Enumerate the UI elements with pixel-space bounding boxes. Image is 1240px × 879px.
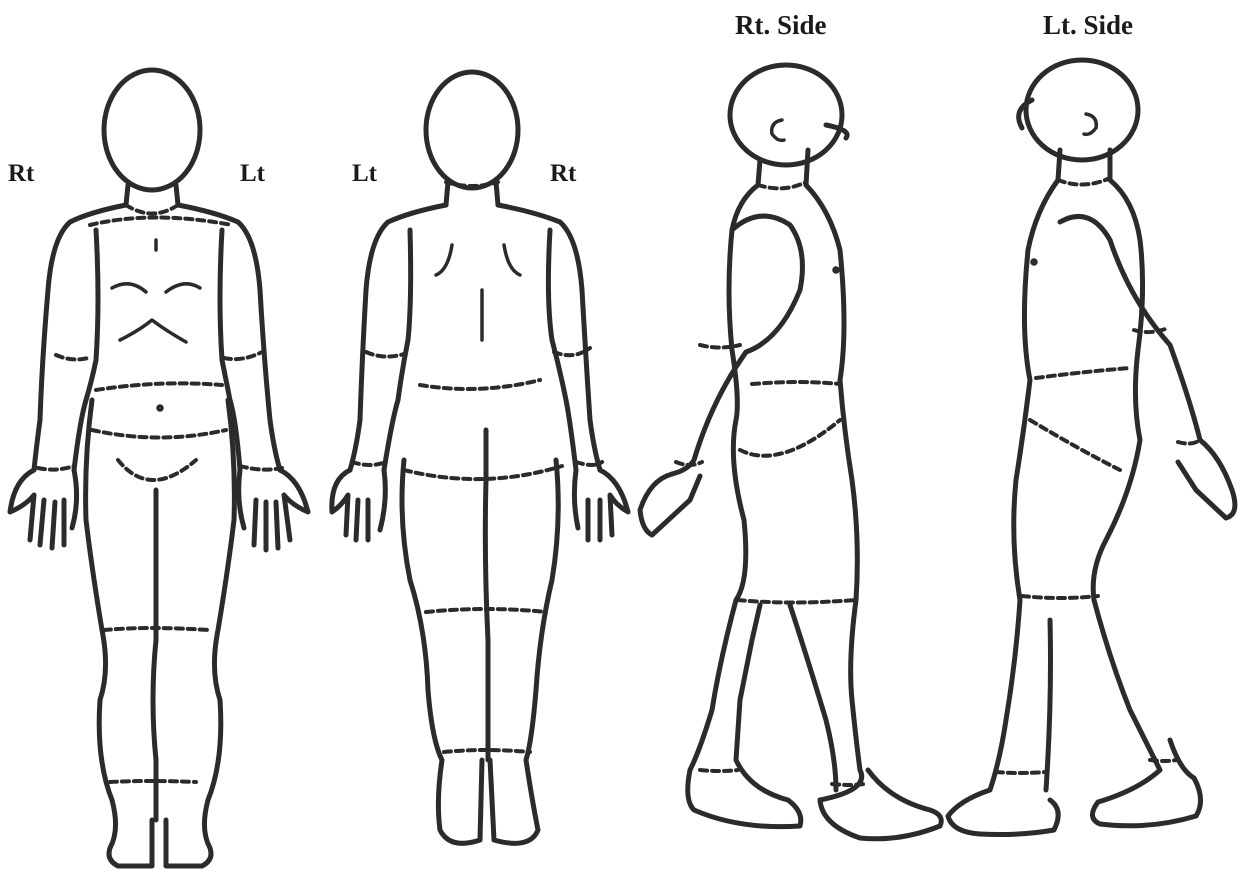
- body-front-outline-icon: [10, 70, 308, 866]
- body-back-outline-icon: [332, 72, 628, 843]
- body-right-side-outline-icon: [640, 65, 941, 839]
- body-left-side-outline-icon: [948, 60, 1235, 835]
